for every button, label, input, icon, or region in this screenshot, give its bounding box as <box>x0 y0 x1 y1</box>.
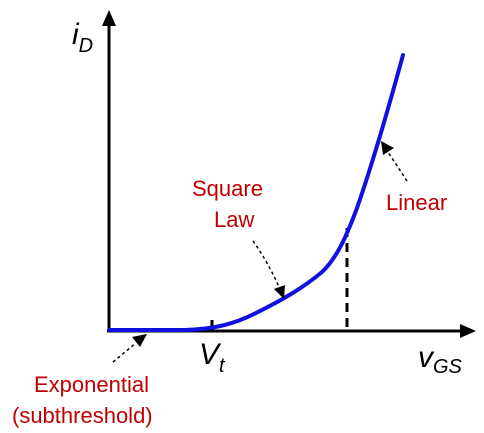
square-law-pointer-arrowhead <box>274 285 285 299</box>
x-axis-arrowhead <box>460 324 476 338</box>
threshold-voltage-label: Vt <box>199 338 226 377</box>
y-axis-label-main: i <box>72 18 80 51</box>
square-law-label-line1: Square <box>192 176 263 201</box>
linear-pointer-arrowhead <box>381 141 394 155</box>
x-axis-label-sub: GS <box>433 356 463 378</box>
y-axis-label-sub: D <box>79 35 93 57</box>
y-axis-label: iD <box>72 18 93 57</box>
square-law-pointer-arrow <box>252 240 281 290</box>
threshold-label-sub: t <box>219 355 226 377</box>
linear-label: Linear <box>386 190 447 215</box>
drain-current-curve <box>107 53 405 332</box>
y-axis-arrowhead <box>102 10 116 26</box>
threshold-label-main: V <box>199 338 222 371</box>
exponential-pointer-arrow <box>112 342 137 363</box>
x-axis-label: vGS <box>418 341 463 378</box>
x-axis-label-main: v <box>418 341 435 374</box>
exponential-pointer-arrowhead <box>132 334 147 347</box>
exponential-label-line1: Exponential <box>34 372 149 397</box>
exponential-label-line2: (subthreshold) <box>12 403 153 428</box>
square-law-label-line2: Law <box>214 207 254 232</box>
linear-pointer-arrow <box>387 151 408 182</box>
